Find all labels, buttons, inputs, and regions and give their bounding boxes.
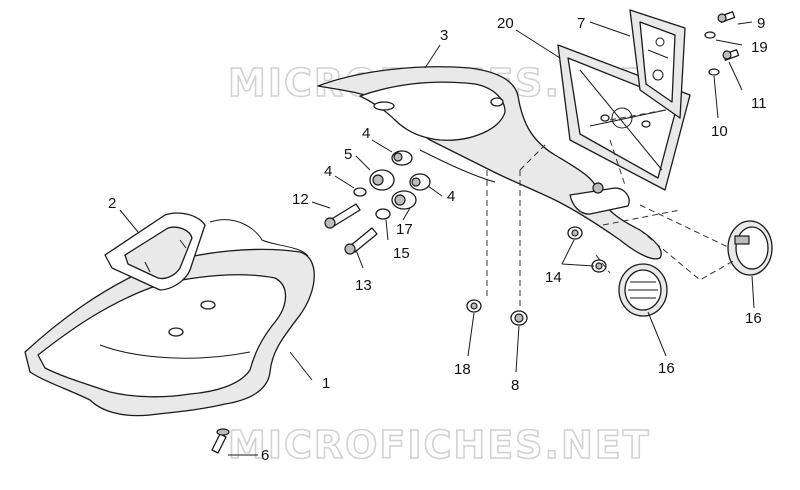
callout-9: 9 [757,15,765,32]
leader-lines [119,21,755,456]
part-6-screw [211,428,230,454]
part-14-nut-lower [591,259,607,273]
callout-16-lens: 16 [658,360,675,377]
callout-4-left: 4 [324,163,332,180]
part-8-nut [510,310,528,326]
watermark-bottom: MICROFICHES.NET [228,423,651,467]
part-17-spacer [391,190,417,210]
callout-16-housing: 16 [745,310,762,327]
part-18-nut [466,299,482,313]
callout-12: 12 [292,191,309,208]
part-16-reflector-lens [618,263,668,317]
callout-13: 13 [355,277,372,294]
part-9-screw [717,11,736,23]
callout-19: 19 [751,39,768,56]
part-1-splash-guard [24,219,315,417]
part-19-washer [704,31,716,39]
part-14-nut-upper [567,226,583,240]
part-10-washer [708,68,720,76]
part-12-bolt [324,203,361,229]
callout-7: 7 [577,15,585,32]
part-7-plate-bracket [629,9,686,119]
callout-2: 2 [108,195,116,212]
assembly-lines [486,109,736,310]
callout-14: 14 [545,269,562,286]
callout-11: 11 [751,95,767,112]
callout-17: 17 [396,221,413,238]
callout-15: 15 [393,245,410,262]
part-4-grommet-upper [391,150,413,166]
part-3-rear-fender [317,66,662,260]
part-11-screw [722,49,740,61]
part-13-bolt [344,227,378,255]
callout-4-upper: 4 [362,125,370,142]
callout-1: 1 [322,375,330,392]
callout-5: 5 [344,146,352,163]
callout-4-right: 4 [447,188,455,205]
callout-6: 6 [261,447,269,464]
callout-3: 3 [440,27,448,44]
part-5-spacer [369,169,395,191]
callout-20: 20 [497,15,514,32]
callout-10: 10 [711,123,728,140]
part-16-reflector-housing [727,220,773,276]
callout-labels: 1 2 3 4 4 4 5 6 7 8 9 10 11 12 13 14 15 … [108,15,768,464]
callout-18: 18 [454,361,471,378]
part-4-grommet-right [409,173,431,191]
part-2-bracket [104,212,206,291]
callout-8: 8 [511,377,519,394]
part-4-washer-mid [353,187,367,197]
part-15-washer [375,208,391,220]
